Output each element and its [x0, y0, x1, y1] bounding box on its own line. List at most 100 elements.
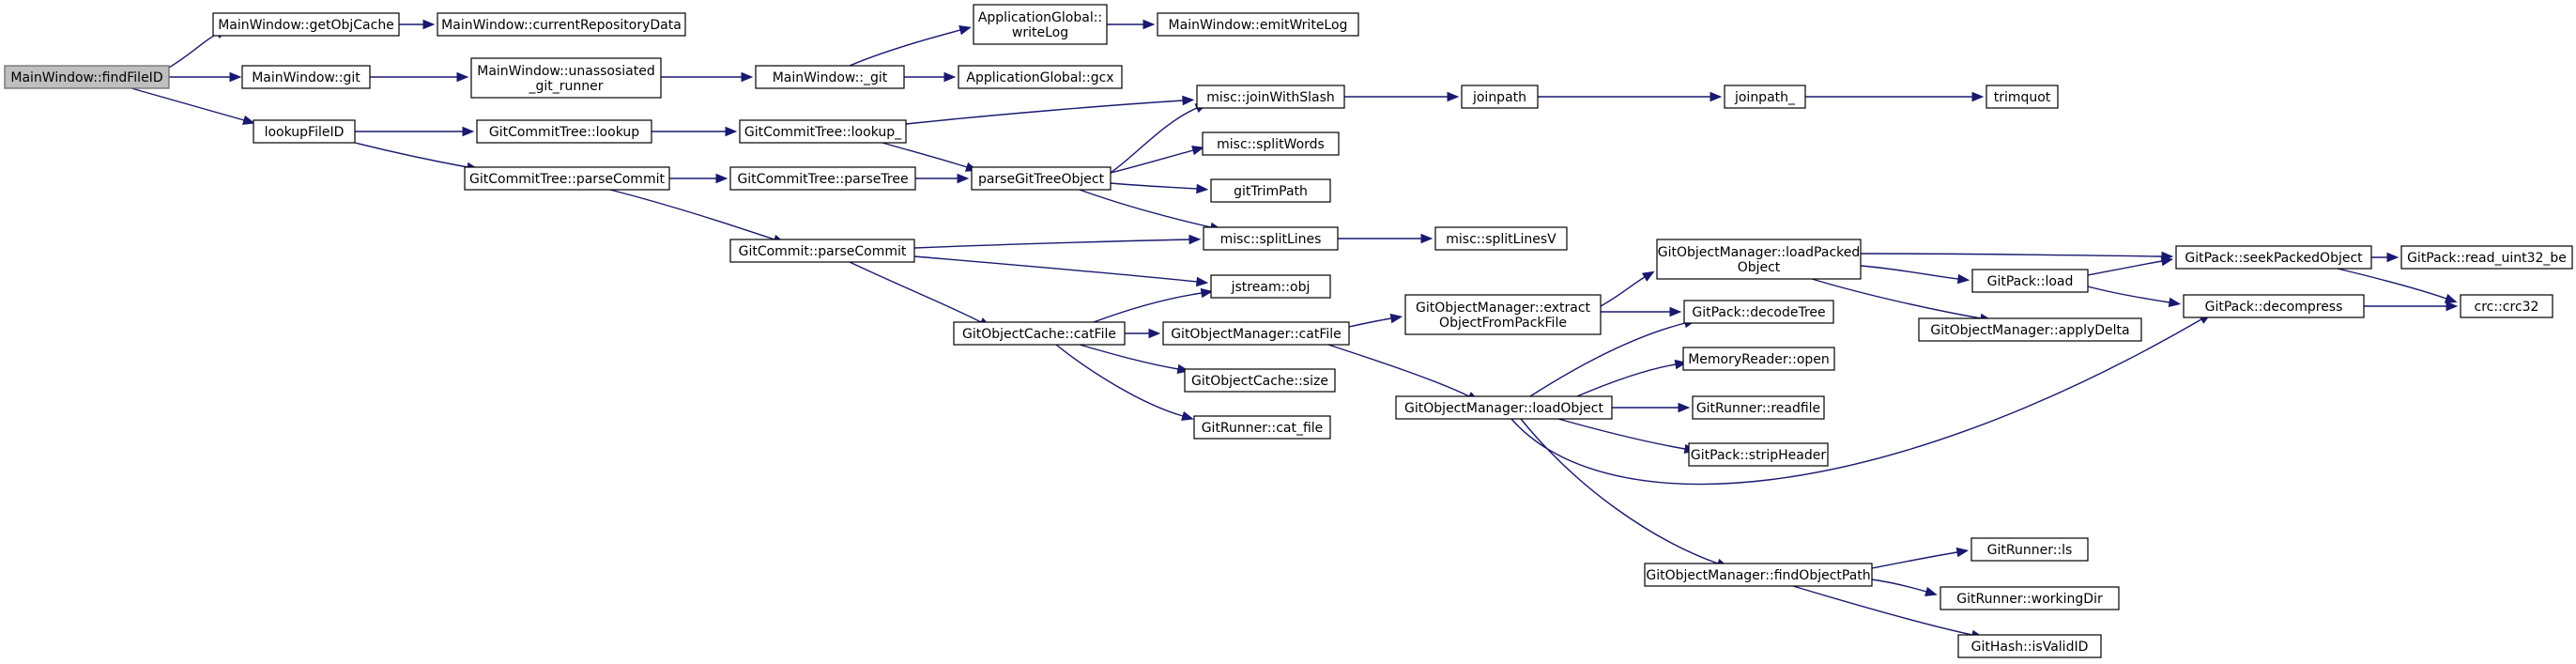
- edge-loadObject-to-grReadfile: [1612, 402, 1691, 413]
- node-writeLog[interactable]: ApplicationGlobal::writeLog: [973, 4, 1108, 45]
- edge-line: [354, 142, 468, 168]
- node-joinWithSlash[interactable]: misc::joinWithSlash: [1196, 85, 1345, 109]
- node-gitTrimPath[interactable]: gitTrimPath: [1210, 178, 1331, 203]
- arrow-head-icon: [1191, 146, 1204, 156]
- edge-gcParseCommit-to-jstreamObj: [913, 255, 1209, 287]
- node-gcParseCommit[interactable]: GitCommit::parseCommit: [729, 239, 915, 263]
- node-findFileID[interactable]: MainWindow::findFileID: [4, 65, 170, 89]
- node-isValidID[interactable]: GitHash::isValidID: [1957, 634, 2102, 658]
- edge-mwUGit-to-writeLog: [849, 25, 972, 67]
- node-joinpath[interactable]: joinpath: [1461, 85, 1539, 109]
- node-gctParseCommit[interactable]: GitCommitTree::parseCommit: [464, 166, 670, 191]
- node-grWorkingDir[interactable]: GitRunner::workingDir: [1940, 586, 2120, 610]
- edge-line: [1871, 579, 1927, 593]
- edge-line: [1557, 418, 1686, 450]
- edge-line: [1860, 253, 2163, 257]
- node-label: misc::splitWords: [1217, 137, 1325, 152]
- node-seekPacked[interactable]: GitPack::seekPackedObject: [2175, 245, 2372, 270]
- node-label: GitRunner::ls: [1987, 543, 2073, 558]
- arrow-head-icon: [1200, 287, 1214, 299]
- node-gctLookupU[interactable]: GitCommitTree::lookup_: [739, 119, 907, 144]
- arrow-head-icon: [1420, 233, 1434, 244]
- node-label: GitPack::decompress: [2205, 300, 2343, 315]
- edge-splitLines-to-splitLinesV: [1338, 233, 1434, 244]
- node-box: [253, 119, 356, 144]
- node-loadObject[interactable]: GitObjectManager::loadObject: [1395, 395, 1613, 420]
- node-box: [2460, 294, 2553, 318]
- node-grCatFile[interactable]: GitRunner::cat_file: [1193, 415, 1331, 440]
- node-label: GitObjectCache::size: [1191, 374, 1328, 389]
- node-gctParseTree[interactable]: GitCommitTree::parseTree: [729, 166, 916, 191]
- node-readUint32[interactable]: GitPack::read_uint32_be: [2400, 245, 2573, 270]
- node-label: ApplicationGlobal::gcx: [966, 70, 1113, 85]
- edge-extractObj-to-decodeTree: [1601, 306, 1682, 317]
- node-getObjCache[interactable]: MainWindow::getObjCache: [212, 12, 400, 37]
- node-box: [755, 65, 905, 89]
- node-crc32[interactable]: crc::crc32: [2460, 294, 2553, 318]
- node-splitWords[interactable]: misc::splitWords: [1202, 131, 1340, 156]
- node-currentRepositoryData[interactable]: MainWindow::currentRepositoryData: [437, 12, 686, 37]
- edge-gocCatFile-to-grCatFile: [1055, 344, 1194, 421]
- node-emitWriteLog[interactable]: MainWindow::emitWriteLog: [1157, 12, 1359, 37]
- node-mwUGit[interactable]: MainWindow::_git: [755, 65, 905, 89]
- node-box: [1986, 85, 2059, 109]
- node-label: GitCommit::parseCommit: [739, 244, 907, 259]
- arrow-head-icon: [741, 71, 754, 83]
- edge-line: [2337, 268, 2447, 300]
- node-gocSize[interactable]: GitObjectCache::size: [1184, 368, 1336, 393]
- edge-seekPacked-to-readUint32: [2370, 252, 2400, 263]
- arrow-head-icon: [1710, 91, 1723, 102]
- node-splitLinesV[interactable]: misc::splitLinesV: [1434, 226, 1568, 251]
- node-box: [973, 4, 1108, 45]
- node-label: GitObjectManager::findObjectPath: [1646, 568, 1870, 583]
- node-label: joinpath: [1472, 90, 1526, 105]
- node-extractObj[interactable]: GitObjectManager::extractObjectFromPackF…: [1404, 294, 1602, 335]
- node-jstreamObj[interactable]: jstream::obj: [1210, 274, 1331, 299]
- node-box: [1461, 85, 1539, 109]
- node-splitLines[interactable]: misc::splitLines: [1203, 226, 1339, 251]
- node-label: GitObjectManager::applyDelta: [1930, 323, 2129, 338]
- node-trimquot[interactable]: trimquot: [1986, 85, 2059, 109]
- node-lookupFileID[interactable]: lookupFileID: [253, 119, 356, 144]
- node-box: [1656, 239, 1862, 280]
- node-box: [1644, 563, 1873, 587]
- node-label: misc::splitLines: [1220, 232, 1322, 247]
- node-label: MainWindow::currentRepositoryData: [441, 18, 682, 33]
- node-box: [729, 166, 916, 191]
- node-label: lookupFileID: [265, 125, 345, 140]
- node-label: GitObjectManager::loadPacked: [1658, 245, 1861, 260]
- node-grLs[interactable]: GitRunner::ls: [1970, 537, 2089, 562]
- node-decodeTree[interactable]: GitPack::decodeTree: [1683, 300, 1834, 324]
- node-gocCatFile[interactable]: GitObjectCache::catFile: [953, 321, 1126, 346]
- edge-line: [1811, 278, 1982, 319]
- edge-line: [1079, 344, 1179, 370]
- node-mrOpen[interactable]: MemoryReader::open: [1682, 347, 1835, 371]
- node-gctLookup[interactable]: GitCommitTree::lookup: [476, 119, 652, 144]
- node-mwGit[interactable]: MainWindow::git: [241, 65, 371, 89]
- node-gcx[interactable]: ApplicationGlobal::gcx: [958, 65, 1123, 89]
- function-nodes: MainWindow::findFileID MainWindow::getObj…: [4, 4, 2573, 658]
- node-applyDelta[interactable]: GitObjectManager::applyDelta: [1918, 317, 2142, 342]
- node-findObjectPath[interactable]: GitObjectManager::findObjectPath: [1644, 563, 1873, 587]
- node-label: MainWindow::_git: [773, 70, 888, 85]
- node-label: ApplicationGlobal::: [978, 10, 1102, 25]
- arrow-head-icon: [242, 115, 255, 125]
- node-joinpathU[interactable]: joinpath_: [1724, 85, 1806, 109]
- node-box: [1162, 321, 1350, 346]
- node-stripHeader[interactable]: GitPack::stripHeader: [1688, 442, 1829, 467]
- node-parseGitTreeObject[interactable]: parseGitTreeObject: [971, 166, 1112, 191]
- node-label: GitObjectManager::extract: [1416, 301, 1591, 316]
- node-gpLoad[interactable]: GitPack::load: [1971, 269, 2089, 293]
- node-unassosiated[interactable]: MainWindow::unassosiated_git_runner: [470, 57, 662, 99]
- node-grReadfile[interactable]: GitRunner::readfile: [1692, 395, 1825, 420]
- node-box: [470, 57, 662, 99]
- node-box: [953, 321, 1126, 346]
- node-box: [1724, 85, 1806, 109]
- arrow-head-icon: [2446, 301, 2459, 312]
- node-gomCatFile[interactable]: GitObjectManager::catFile: [1162, 321, 1350, 346]
- node-label: GitPack::decodeTree: [1692, 305, 1825, 320]
- arrow-head-icon: [1389, 313, 1403, 324]
- node-decompress[interactable]: GitPack::decompress: [2183, 294, 2365, 318]
- edge-line: [849, 261, 982, 323]
